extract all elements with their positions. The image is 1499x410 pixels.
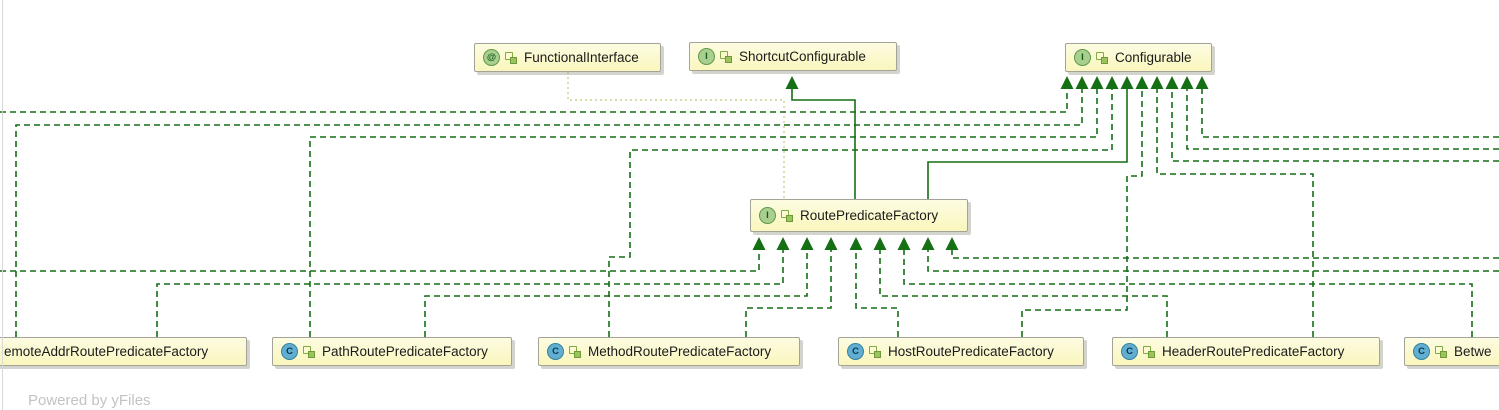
interface-node-shortcut-configurable[interactable]: I ShortcutConfigurable [689, 42, 897, 71]
annotation-icon: @ [483, 49, 500, 66]
edge-method-implements-routepredicatefactory [745, 250, 832, 337]
edge-header-implements-configurable-arrowhead [1150, 76, 1164, 89]
edge-routepredicatefactory-extends-shortcutconfigurable [791, 89, 856, 199]
class-node-remote-addr-route-predicate-factory[interactable]: CemoteAddrRoutePredicateFactory [0, 337, 247, 366]
edge-offscreen-right-1-implements-configurable-arrowhead [1165, 76, 1179, 89]
edge-path-implements-configurable [309, 89, 1098, 337]
edge-functionalinterface-annotates-routepredicatefactory [567, 72, 785, 199]
edge-remoteaddr-implements-routepredicatefactory-arrowhead [776, 237, 790, 250]
visibility-key-icon [1096, 51, 1108, 64]
edge-offscreen-right-2-implements-configurable [1186, 89, 1499, 150]
edge-offscreen-right-5-implements-routepredicatefactory-arrowhead [945, 237, 959, 250]
edge-routepredicatefactory-extends-configurable [927, 89, 1128, 199]
edge-remoteaddr-implements-routepredicatefactory [156, 250, 784, 337]
edge-host-implements-configurable [1021, 89, 1143, 337]
edge-offscreen-right-5-implements-routepredicatefactory [951, 250, 1499, 259]
class-node-header-route-predicate-factory[interactable]: C HeaderRoutePredicateFactory [1112, 337, 1380, 366]
edge-host-implements-routepredicatefactory [855, 250, 899, 337]
edge-offscreen-left-implements-routepredicatefactory-arrowhead [752, 237, 766, 250]
node-label: MethodRoutePredicateFactory [588, 344, 772, 359]
edge-between-implements-routepredicatefactory [903, 250, 1473, 337]
node-label: Configurable [1115, 50, 1192, 65]
edge-offscreen-left-implements-routepredicatefactory [0, 250, 760, 272]
visibility-key-icon [303, 345, 315, 358]
visibility-key-icon [1143, 345, 1155, 358]
class-node-path-route-predicate-factory[interactable]: C PathRoutePredicateFactory [272, 337, 512, 366]
class-icon: C [1413, 343, 1430, 360]
edge-offscreen-right-3-implements-configurable-arrowhead [1195, 76, 1209, 89]
visibility-key-icon [869, 345, 881, 358]
edge-between-implements-routepredicatefactory-arrowhead [897, 237, 911, 250]
node-label: Betwe [1454, 344, 1492, 359]
visibility-key-icon [505, 51, 517, 64]
class-icon: C [281, 343, 298, 360]
edge-path-implements-configurable-arrowhead [1090, 76, 1104, 89]
edge-method-implements-configurable-arrowhead [1105, 76, 1119, 89]
edge-host-implements-configurable-arrowhead [1135, 76, 1149, 89]
node-label: PathRoutePredicateFactory [322, 344, 488, 359]
node-label: emoteAddrRoutePredicateFactory [4, 344, 209, 359]
interface-node-route-predicate-factory[interactable]: I RoutePredicateFactory [750, 199, 968, 232]
interface-icon: I [698, 48, 715, 65]
node-label: HostRoutePredicateFactory [888, 344, 1054, 359]
interface-icon: I [1074, 49, 1091, 66]
edge-offscreen-right-4-implements-routepredicatefactory-arrowhead [921, 237, 935, 250]
class-node-method-route-predicate-factory[interactable]: C MethodRoutePredicateFactory [538, 337, 800, 366]
panel-edge-line [2, 0, 3, 410]
edge-header-implements-routepredicatefactory-arrowhead [873, 237, 887, 250]
edge-offscreen-right-1-implements-configurable [1171, 89, 1499, 162]
edge-offscreen-right-2-implements-configurable-arrowhead [1180, 76, 1194, 89]
edge-remoteaddr-implements-configurable [15, 89, 1083, 337]
class-node-host-route-predicate-factory[interactable]: C HostRoutePredicateFactory [838, 337, 1084, 366]
edge-routepredicatefactory-extends-configurable-arrowhead [1120, 76, 1134, 89]
edge-host-implements-routepredicatefactory-arrowhead [849, 237, 863, 250]
edge-offscreen-right-4-implements-routepredicatefactory [927, 250, 1499, 272]
node-label: ShortcutConfigurable [739, 49, 866, 64]
class-icon: C [547, 343, 564, 360]
node-label: FunctionalInterface [524, 50, 639, 65]
node-label: HeaderRoutePredicateFactory [1162, 344, 1345, 359]
yfiles-watermark: Powered by yFiles [28, 392, 151, 409]
edge-routepredicatefactory-extends-shortcutconfigurable-arrowhead [785, 76, 799, 89]
class-node-between-route-predicate-factory[interactable]: C Betwe [1404, 337, 1499, 366]
edge-method-implements-configurable [608, 89, 1113, 337]
edge-method-implements-routepredicatefactory-arrowhead [824, 237, 838, 250]
class-icon: C [1121, 343, 1138, 360]
annotation-node-functional-interface[interactable]: @ FunctionalInterface [474, 43, 661, 72]
edge-header-implements-routepredicatefactory [879, 250, 1168, 337]
edge-offscreen-left-implements-configurable-arrowhead [1060, 76, 1074, 89]
edge-offscreen-right-3-implements-configurable [1201, 89, 1499, 138]
edge-header-implements-configurable [1156, 89, 1314, 337]
node-label: RoutePredicateFactory [800, 208, 939, 223]
visibility-key-icon [781, 209, 793, 222]
edge-path-implements-routepredicatefactory [424, 250, 808, 337]
interface-icon: I [759, 207, 776, 224]
interface-node-configurable[interactable]: I Configurable [1065, 43, 1212, 72]
visibility-key-icon [1435, 345, 1447, 358]
visibility-key-icon [720, 50, 732, 63]
edge-remoteaddr-implements-configurable-arrowhead [1075, 76, 1089, 89]
class-icon: C [847, 343, 864, 360]
visibility-key-icon [569, 345, 581, 358]
edge-offscreen-left-implements-configurable [0, 89, 1068, 113]
edge-path-implements-routepredicatefactory-arrowhead [800, 237, 814, 250]
